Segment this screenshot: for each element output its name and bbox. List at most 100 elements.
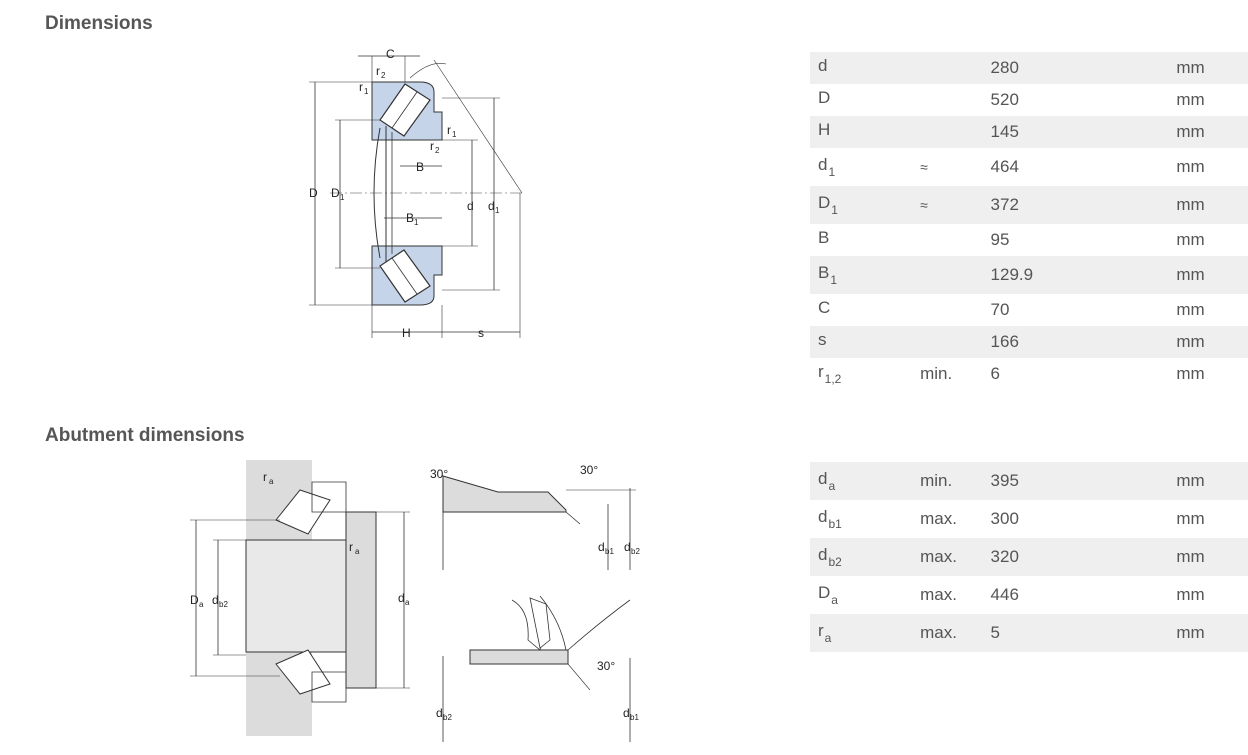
label-d1: d bbox=[488, 199, 495, 213]
value: 372 bbox=[982, 186, 1169, 224]
value: 520 bbox=[990, 90, 1019, 109]
symbol-base: B bbox=[818, 263, 830, 282]
qualifier: max. bbox=[912, 538, 983, 576]
symbol-base: B bbox=[818, 228, 830, 247]
qualifier bbox=[912, 84, 982, 116]
value: 129.9 bbox=[982, 256, 1169, 294]
label-db1-bottom: d bbox=[623, 706, 630, 720]
symbol-sub: a bbox=[828, 479, 836, 493]
label-D1-sub: 1 bbox=[340, 193, 345, 202]
qualifier bbox=[912, 224, 982, 256]
label-d1-sub: 1 bbox=[495, 206, 500, 215]
qualifier: max. bbox=[920, 585, 957, 604]
qualifier: max. bbox=[920, 509, 957, 528]
label-r2-right-sub: 2 bbox=[435, 146, 440, 155]
label-da: d bbox=[398, 591, 405, 605]
symbol-sub: 1,2 bbox=[824, 372, 842, 386]
qualifier: ≈ bbox=[912, 186, 983, 224]
label-db2-left: d bbox=[212, 593, 219, 607]
symbol: s bbox=[818, 330, 828, 354]
value: 300 bbox=[990, 509, 1019, 528]
qualifier: max. bbox=[912, 614, 983, 652]
symbol-base: d bbox=[818, 545, 828, 564]
symbol-base: s bbox=[818, 330, 827, 349]
abutment-row-da: da min. 395 mm bbox=[810, 462, 1248, 500]
label-r2-right: r bbox=[430, 139, 434, 153]
symbol-base: D bbox=[818, 583, 831, 602]
symbol: db1 bbox=[818, 507, 842, 531]
symbol: db2 bbox=[818, 545, 842, 569]
symbol-sub: b1 bbox=[828, 517, 842, 531]
abutment-row-Da: Da max. 446 mm bbox=[810, 576, 1248, 614]
symbol-base: D bbox=[818, 88, 831, 107]
dimension-row-B1: B1 129.9 mm bbox=[810, 256, 1248, 294]
symbol: da bbox=[818, 469, 835, 493]
label-r1: r bbox=[359, 80, 363, 94]
symbol-sub: b2 bbox=[828, 555, 842, 569]
unit: mm bbox=[1168, 52, 1248, 84]
symbol: ra bbox=[818, 621, 831, 645]
value: 464 bbox=[990, 157, 1019, 176]
unit: mm bbox=[1168, 326, 1248, 358]
abutment-row-ra: ra max. 5 mm bbox=[810, 614, 1248, 652]
dimension-row-s: s 166 mm bbox=[810, 326, 1248, 358]
unit: mm bbox=[1176, 364, 1205, 383]
label-da-sub: a bbox=[405, 598, 410, 607]
qualifier bbox=[912, 52, 983, 84]
dimensions-heading: Dimensions bbox=[45, 13, 153, 34]
symbol: H bbox=[818, 120, 831, 144]
dimension-row-B: B 95 mm bbox=[810, 224, 1248, 256]
qualifier bbox=[912, 116, 983, 148]
dimension-row-r12: r1,2 min. 6 mm bbox=[810, 358, 1248, 390]
unit: mm bbox=[1176, 90, 1205, 109]
unit: mm bbox=[1168, 462, 1248, 500]
value: 395 bbox=[982, 462, 1169, 500]
qualifier: min. bbox=[912, 462, 983, 500]
qualifier bbox=[912, 326, 983, 358]
symbol: d1 bbox=[818, 155, 835, 179]
label-H: H bbox=[402, 326, 411, 340]
label-C: C bbox=[386, 47, 395, 61]
dimension-row-d: d 280 mm bbox=[810, 52, 1248, 84]
label-s: s bbox=[478, 326, 484, 340]
qualifier bbox=[912, 294, 982, 326]
unit: mm bbox=[1168, 116, 1248, 148]
unit: mm bbox=[1168, 256, 1248, 294]
label-B1-sub: 1 bbox=[414, 218, 419, 227]
dimension-row-d1: d1 ≈ 464 mm bbox=[810, 148, 1248, 186]
value: 280 bbox=[982, 52, 1169, 84]
unit: mm bbox=[1176, 300, 1205, 319]
label-db2-bottom: d bbox=[436, 706, 443, 720]
symbol-sub: 1 bbox=[831, 203, 838, 217]
symbol-sub: a bbox=[831, 593, 838, 607]
value: 446 bbox=[990, 585, 1019, 604]
dimension-row-H: H 145 mm bbox=[810, 116, 1248, 148]
qualifier: ≈ bbox=[920, 159, 928, 175]
value: 320 bbox=[982, 538, 1169, 576]
symbol-base: H bbox=[818, 120, 831, 139]
symbol: B bbox=[818, 228, 830, 252]
label-angle-1: 30° bbox=[430, 467, 448, 481]
label-db1-bottom-sub: b1 bbox=[630, 713, 639, 722]
label-B1: B bbox=[406, 211, 414, 225]
label-db2-top: d bbox=[624, 540, 631, 554]
unit: mm bbox=[1176, 230, 1205, 249]
label-Da: D bbox=[190, 593, 199, 607]
label-angle-2: 30° bbox=[580, 463, 598, 477]
qualifier: min. bbox=[920, 364, 953, 383]
value: 70 bbox=[990, 300, 1010, 319]
label-db2-top-sub: b2 bbox=[631, 547, 640, 556]
abutment-row-db2: db2 max. 320 mm bbox=[810, 538, 1248, 576]
symbol-base: d bbox=[818, 507, 828, 526]
unit: mm bbox=[1168, 614, 1248, 652]
label-angle-3: 30° bbox=[597, 659, 615, 673]
dimensions-table: d 280 mm D 520 mm H 145 mm d1 ≈ 464 mm D… bbox=[810, 52, 1248, 390]
label-ra-mid-sub: a bbox=[355, 547, 360, 556]
label-Da-sub: a bbox=[199, 600, 204, 609]
symbol-base: d bbox=[818, 155, 828, 174]
label-B: B bbox=[416, 160, 424, 174]
label-db1-top: d bbox=[598, 540, 605, 554]
abutment-heading: Abutment dimensions bbox=[45, 425, 245, 446]
symbol: r1,2 bbox=[818, 362, 841, 386]
